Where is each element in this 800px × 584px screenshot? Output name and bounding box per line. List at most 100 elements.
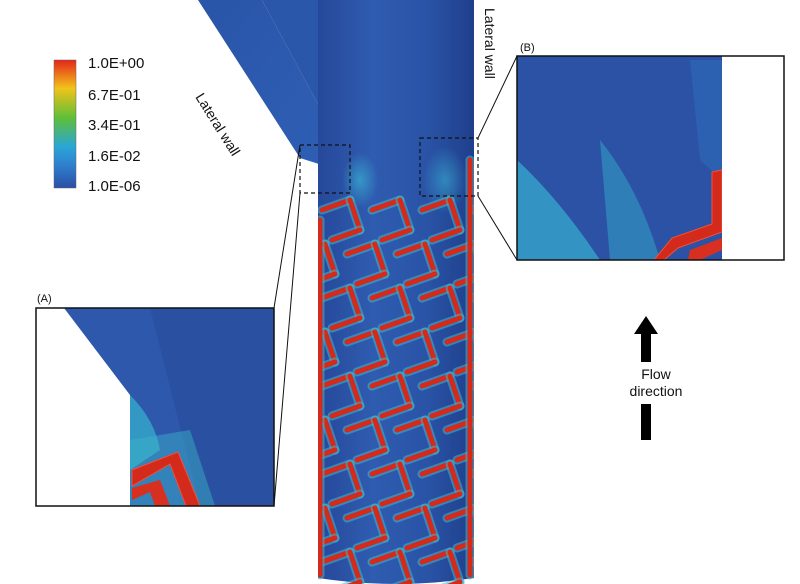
stent-strut-glow	[470, 503, 474, 520]
stent-strut	[507, 274, 535, 284]
stent-strut-glow	[507, 274, 535, 284]
stent-strut-glow	[497, 420, 525, 430]
stent-strut	[369, 461, 403, 477]
stent-strut	[272, 376, 300, 386]
stent-strut	[404, 271, 438, 287]
stent-strut	[329, 491, 363, 507]
stent-strut-glow	[272, 552, 300, 562]
stent-strut-glow	[467, 380, 474, 391]
colorbar-label-min: 1.0E-06	[88, 178, 141, 195]
stent-strut	[354, 271, 388, 287]
stent-strut	[372, 505, 388, 541]
stent-strut	[447, 285, 463, 321]
stent-strut	[322, 417, 338, 453]
stent-strut	[404, 535, 438, 551]
inset-a	[35, 307, 275, 507]
stent-strut-glow	[500, 552, 510, 582]
stent-strut-glow	[482, 406, 510, 416]
stent-strut	[329, 403, 363, 419]
stent-strut	[507, 362, 535, 372]
stent-strut	[419, 549, 453, 565]
stent-strut	[322, 329, 338, 365]
stent-strut-glow	[467, 292, 474, 303]
zoom-connectors	[273, 55, 518, 507]
colorbar-label-2: 6.7E-01	[88, 87, 141, 104]
stent-strut	[469, 294, 474, 301]
stent-strut	[447, 197, 463, 233]
stent-strut-glow	[470, 415, 474, 432]
stent-strut-glow	[467, 556, 474, 567]
flow-label-line2: direction	[629, 383, 683, 399]
stent-strut	[469, 382, 474, 389]
stent-strut	[319, 461, 353, 477]
stent-strut	[500, 552, 510, 582]
stent-strut	[397, 373, 413, 409]
stent-strut	[419, 461, 453, 477]
stent-strut	[300, 376, 310, 406]
stent-strut	[369, 549, 403, 565]
stent-strut	[319, 285, 353, 301]
colorbar-label-3: 3.4E-01	[88, 117, 141, 134]
stent-strut	[300, 464, 310, 494]
inset-b	[516, 55, 785, 261]
stent-strut	[507, 538, 535, 548]
stent-strut-glow	[500, 464, 510, 494]
stent-strut-glow	[500, 200, 510, 230]
stent-strut-glow	[300, 288, 310, 318]
stent-strut	[272, 552, 300, 562]
stent-strut	[347, 197, 363, 233]
stent-strut	[372, 417, 388, 453]
side-branch	[198, 0, 332, 165]
stent-strut	[319, 549, 353, 565]
stent-strut-glow	[470, 239, 474, 256]
stent-strut	[394, 329, 428, 345]
stent-strut	[394, 417, 428, 433]
stent-strut	[372, 241, 388, 277]
stent-strut-glow	[300, 552, 310, 582]
stent-strut	[469, 470, 474, 477]
stent-strut-glow	[482, 230, 510, 240]
stent-strut	[507, 450, 535, 460]
stent-strut	[525, 508, 535, 538]
stent-strut	[369, 285, 403, 301]
stent-strut	[319, 373, 353, 389]
flow-label-line1: Flow	[641, 366, 671, 382]
stent-strut	[300, 552, 310, 582]
stent-strut	[397, 285, 413, 321]
stent-strut	[422, 505, 438, 541]
stent-strut-glow	[272, 376, 300, 386]
stent-mesh	[272, 155, 535, 584]
stent-strut	[347, 373, 363, 409]
stent-strut-glow	[507, 538, 535, 548]
stent-strut-glow	[272, 200, 300, 210]
stent-strut	[354, 447, 388, 463]
stent-strut-glow	[282, 494, 310, 504]
stent-strut	[469, 558, 474, 565]
stent-strut	[472, 505, 474, 513]
stent-strut	[419, 285, 453, 301]
stent-strut-glow	[482, 318, 510, 328]
stent-strut	[497, 420, 525, 430]
stent-strut	[429, 491, 463, 507]
stent-strut	[394, 241, 428, 257]
stent-strut-glow	[300, 376, 310, 406]
stent-strut-glow	[300, 200, 310, 230]
stent-strut	[482, 494, 510, 504]
stent-strut	[322, 505, 338, 541]
stent-strut-glow	[497, 508, 525, 518]
stent-strut	[482, 318, 510, 328]
stent-strut	[272, 464, 300, 474]
stent-strut-glow	[507, 450, 535, 460]
stent-strut-glow	[500, 376, 510, 406]
stent-strut	[354, 535, 388, 551]
stent-strut-glow	[500, 288, 510, 318]
stent-strut	[354, 359, 388, 375]
stent-strut	[472, 241, 474, 249]
inset-b-tag: (B)	[520, 42, 535, 54]
stent-strut	[322, 241, 338, 277]
inset-a-tag: (A)	[37, 293, 52, 305]
stent-strut	[397, 461, 413, 497]
stent-strut	[500, 376, 510, 406]
stent-strut	[482, 406, 510, 416]
